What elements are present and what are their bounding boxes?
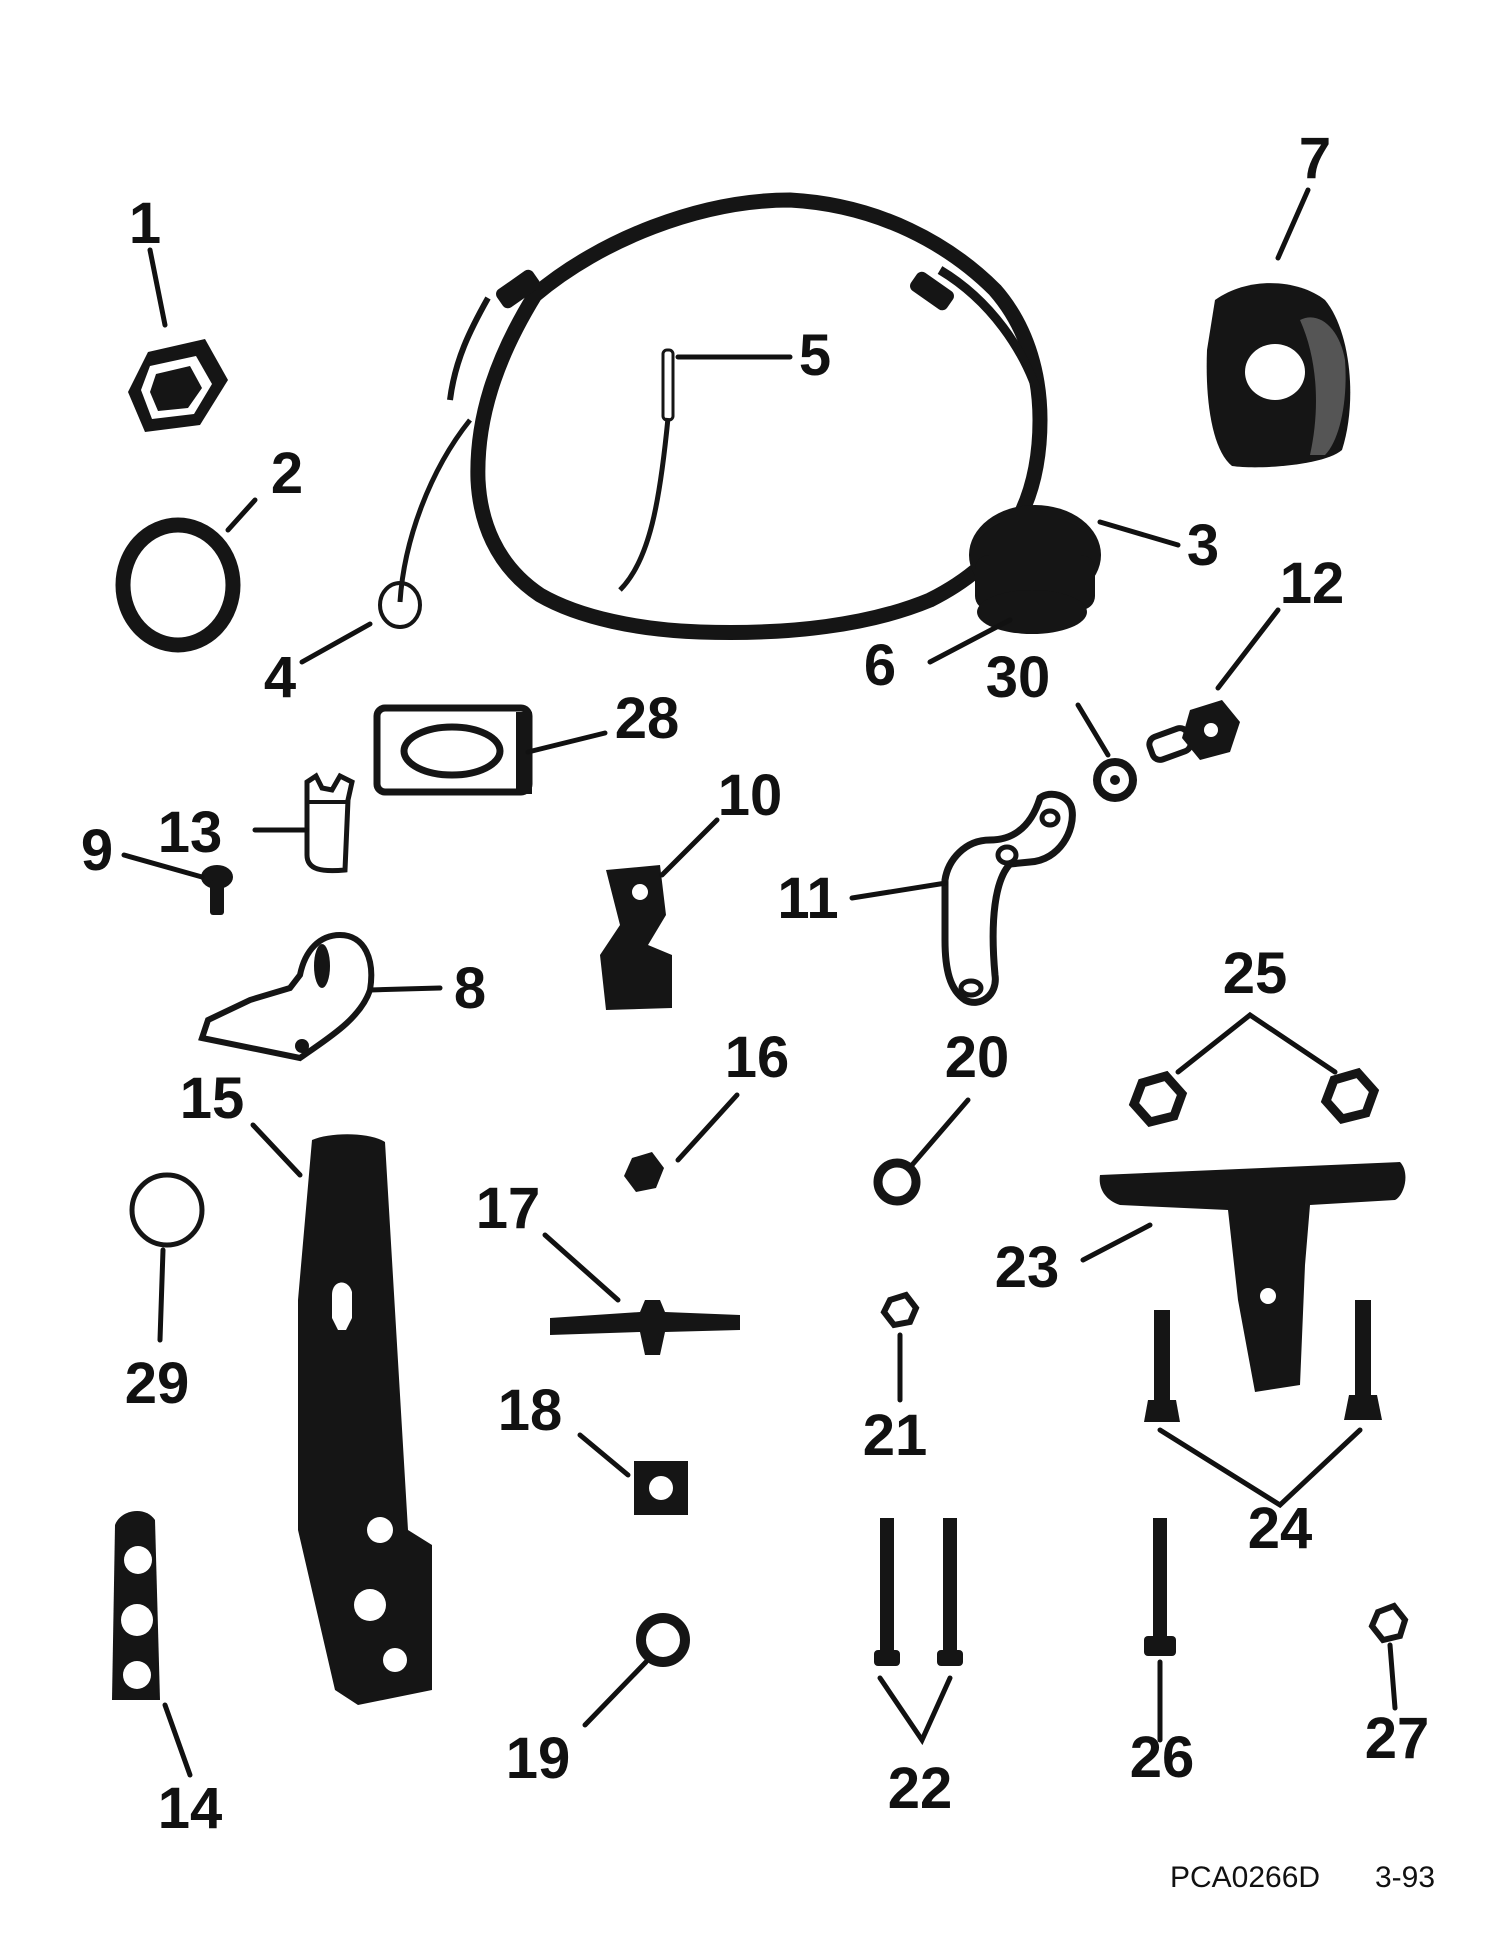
callout-16: 16 <box>725 1025 790 1090</box>
leader-lines <box>121 187 1398 1778</box>
part-7-mounting-plate <box>1206 283 1351 468</box>
callout-3: 3 <box>1187 513 1219 578</box>
part-10-lever <box>600 865 672 1010</box>
part-29-ball <box>129 1172 205 1248</box>
part-13-clip <box>304 772 355 874</box>
part-22-long-screws <box>874 1518 963 1666</box>
callout-18: 18 <box>498 1378 563 1443</box>
callout-12: 12 <box>1280 551 1345 616</box>
callout-5: 5 <box>799 323 831 388</box>
part-23-t-bracket <box>1099 1162 1406 1392</box>
part-24-screws <box>1144 1300 1382 1422</box>
part-19-washer <box>636 1613 690 1667</box>
callout-25: 25 <box>1223 941 1288 1006</box>
part-21-small-nut <box>880 1291 920 1329</box>
callout-23: 23 <box>995 1235 1060 1300</box>
part-30-washer <box>1093 758 1137 802</box>
part-1-hex-nut <box>128 339 228 432</box>
part-5-connector <box>661 348 675 422</box>
part-27-small-nut <box>1368 1602 1409 1644</box>
callout-10: 10 <box>718 763 783 828</box>
callout-9: 9 <box>81 818 113 883</box>
part-14-grip-plate <box>112 1510 160 1700</box>
callout-labels: 1 2 3 4 5 6 7 8 9 10 11 12 13 14 15 16 1… <box>81 126 1429 1841</box>
part-26-bolt <box>1144 1518 1176 1656</box>
callout-14: 14 <box>158 1776 223 1841</box>
callout-26: 26 <box>1130 1725 1195 1790</box>
part-4-eyelet-terminal <box>378 418 472 629</box>
part-11-bent-link <box>941 790 1076 1006</box>
drawing-code: PCA0266D <box>1170 1861 1320 1894</box>
callout-11: 11 <box>777 866 838 931</box>
callout-24: 24 <box>1248 1496 1313 1561</box>
callout-2: 2 <box>271 441 303 506</box>
part-2-ring <box>115 517 241 653</box>
callout-4: 4 <box>264 645 296 710</box>
callout-29: 29 <box>125 1351 190 1416</box>
callout-22: 22 <box>888 1756 953 1821</box>
callout-8: 8 <box>454 956 486 1021</box>
part-12-adjuster-stud <box>1146 700 1240 763</box>
part-3-6-plug <box>969 505 1101 634</box>
callout-30: 30 <box>986 645 1051 710</box>
callout-27: 27 <box>1365 1706 1430 1771</box>
part-wiring-harness <box>447 192 1048 641</box>
part-9-screw <box>201 865 233 915</box>
callout-28: 28 <box>615 686 680 751</box>
part-28-grommet-plate <box>373 704 533 796</box>
callout-15: 15 <box>180 1066 245 1131</box>
callout-13: 13 <box>158 800 223 865</box>
part-8-bracket <box>198 931 375 1062</box>
part-25-nuts <box>1128 1067 1380 1128</box>
callout-17: 17 <box>476 1176 541 1241</box>
callout-21: 21 <box>863 1403 928 1468</box>
part-16-nut <box>624 1152 664 1192</box>
part-18-square-nut <box>634 1461 688 1515</box>
callout-20: 20 <box>945 1025 1010 1090</box>
callout-7: 7 <box>1299 126 1331 191</box>
part-17-pivot-pin <box>550 1300 740 1355</box>
callout-19: 19 <box>506 1726 571 1791</box>
callout-1: 1 <box>129 191 161 256</box>
part-15-tiller-arm <box>298 1134 432 1705</box>
revision-date: 3-93 <box>1375 1861 1435 1894</box>
callout-6: 6 <box>864 633 896 698</box>
part-20-washer <box>873 1158 921 1206</box>
